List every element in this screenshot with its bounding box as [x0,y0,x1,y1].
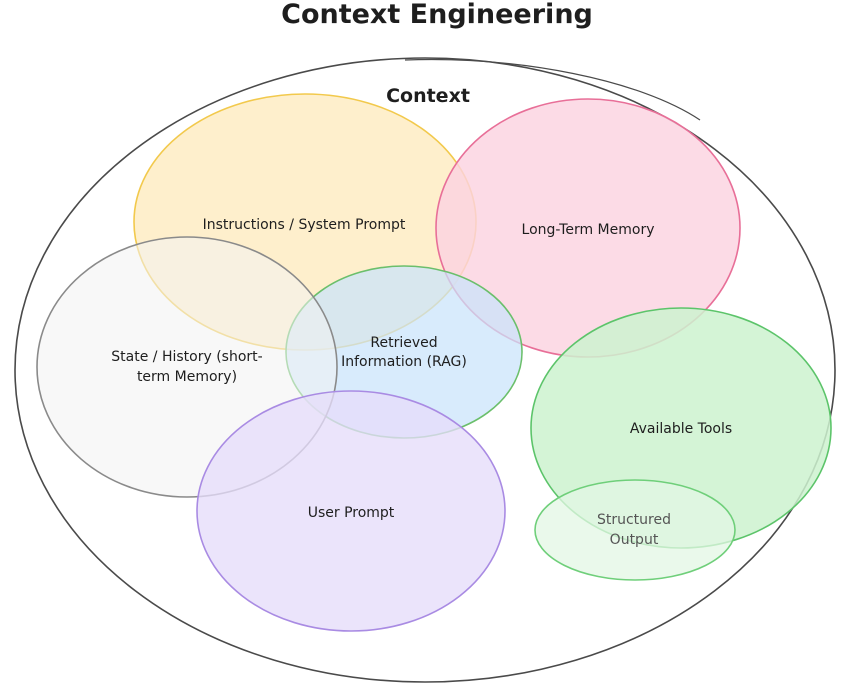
label-line: Available Tools [630,421,732,437]
context-container-outline [14,57,836,683]
user-prompt-label: User Prompt [308,505,395,521]
long-term-memory-label: Long-Term Memory [522,222,655,238]
instructions-label: Instructions / System Prompt [203,217,406,233]
available-tools-label: Available Tools [630,421,732,437]
label-line: Instructions / System Prompt [203,217,406,233]
label-line: Long-Term Memory [522,222,655,238]
diagram-title: Context Engineering [281,0,593,30]
label-line: Information (RAG) [341,354,467,370]
label-line: State / History (short- [111,349,262,365]
structured-output-blob [534,479,736,581]
user-prompt-blob [196,390,506,632]
context-label: Context [386,85,470,107]
state-history-label: State / History (short-term Memory) [111,349,262,385]
label-line: Structured [597,512,671,528]
context-container-sketch-stroke [404,58,701,121]
label-line: Output [610,532,659,548]
label-line: term Memory) [137,369,237,385]
label-line: Retrieved [370,335,437,351]
label-line: User Prompt [308,505,395,521]
